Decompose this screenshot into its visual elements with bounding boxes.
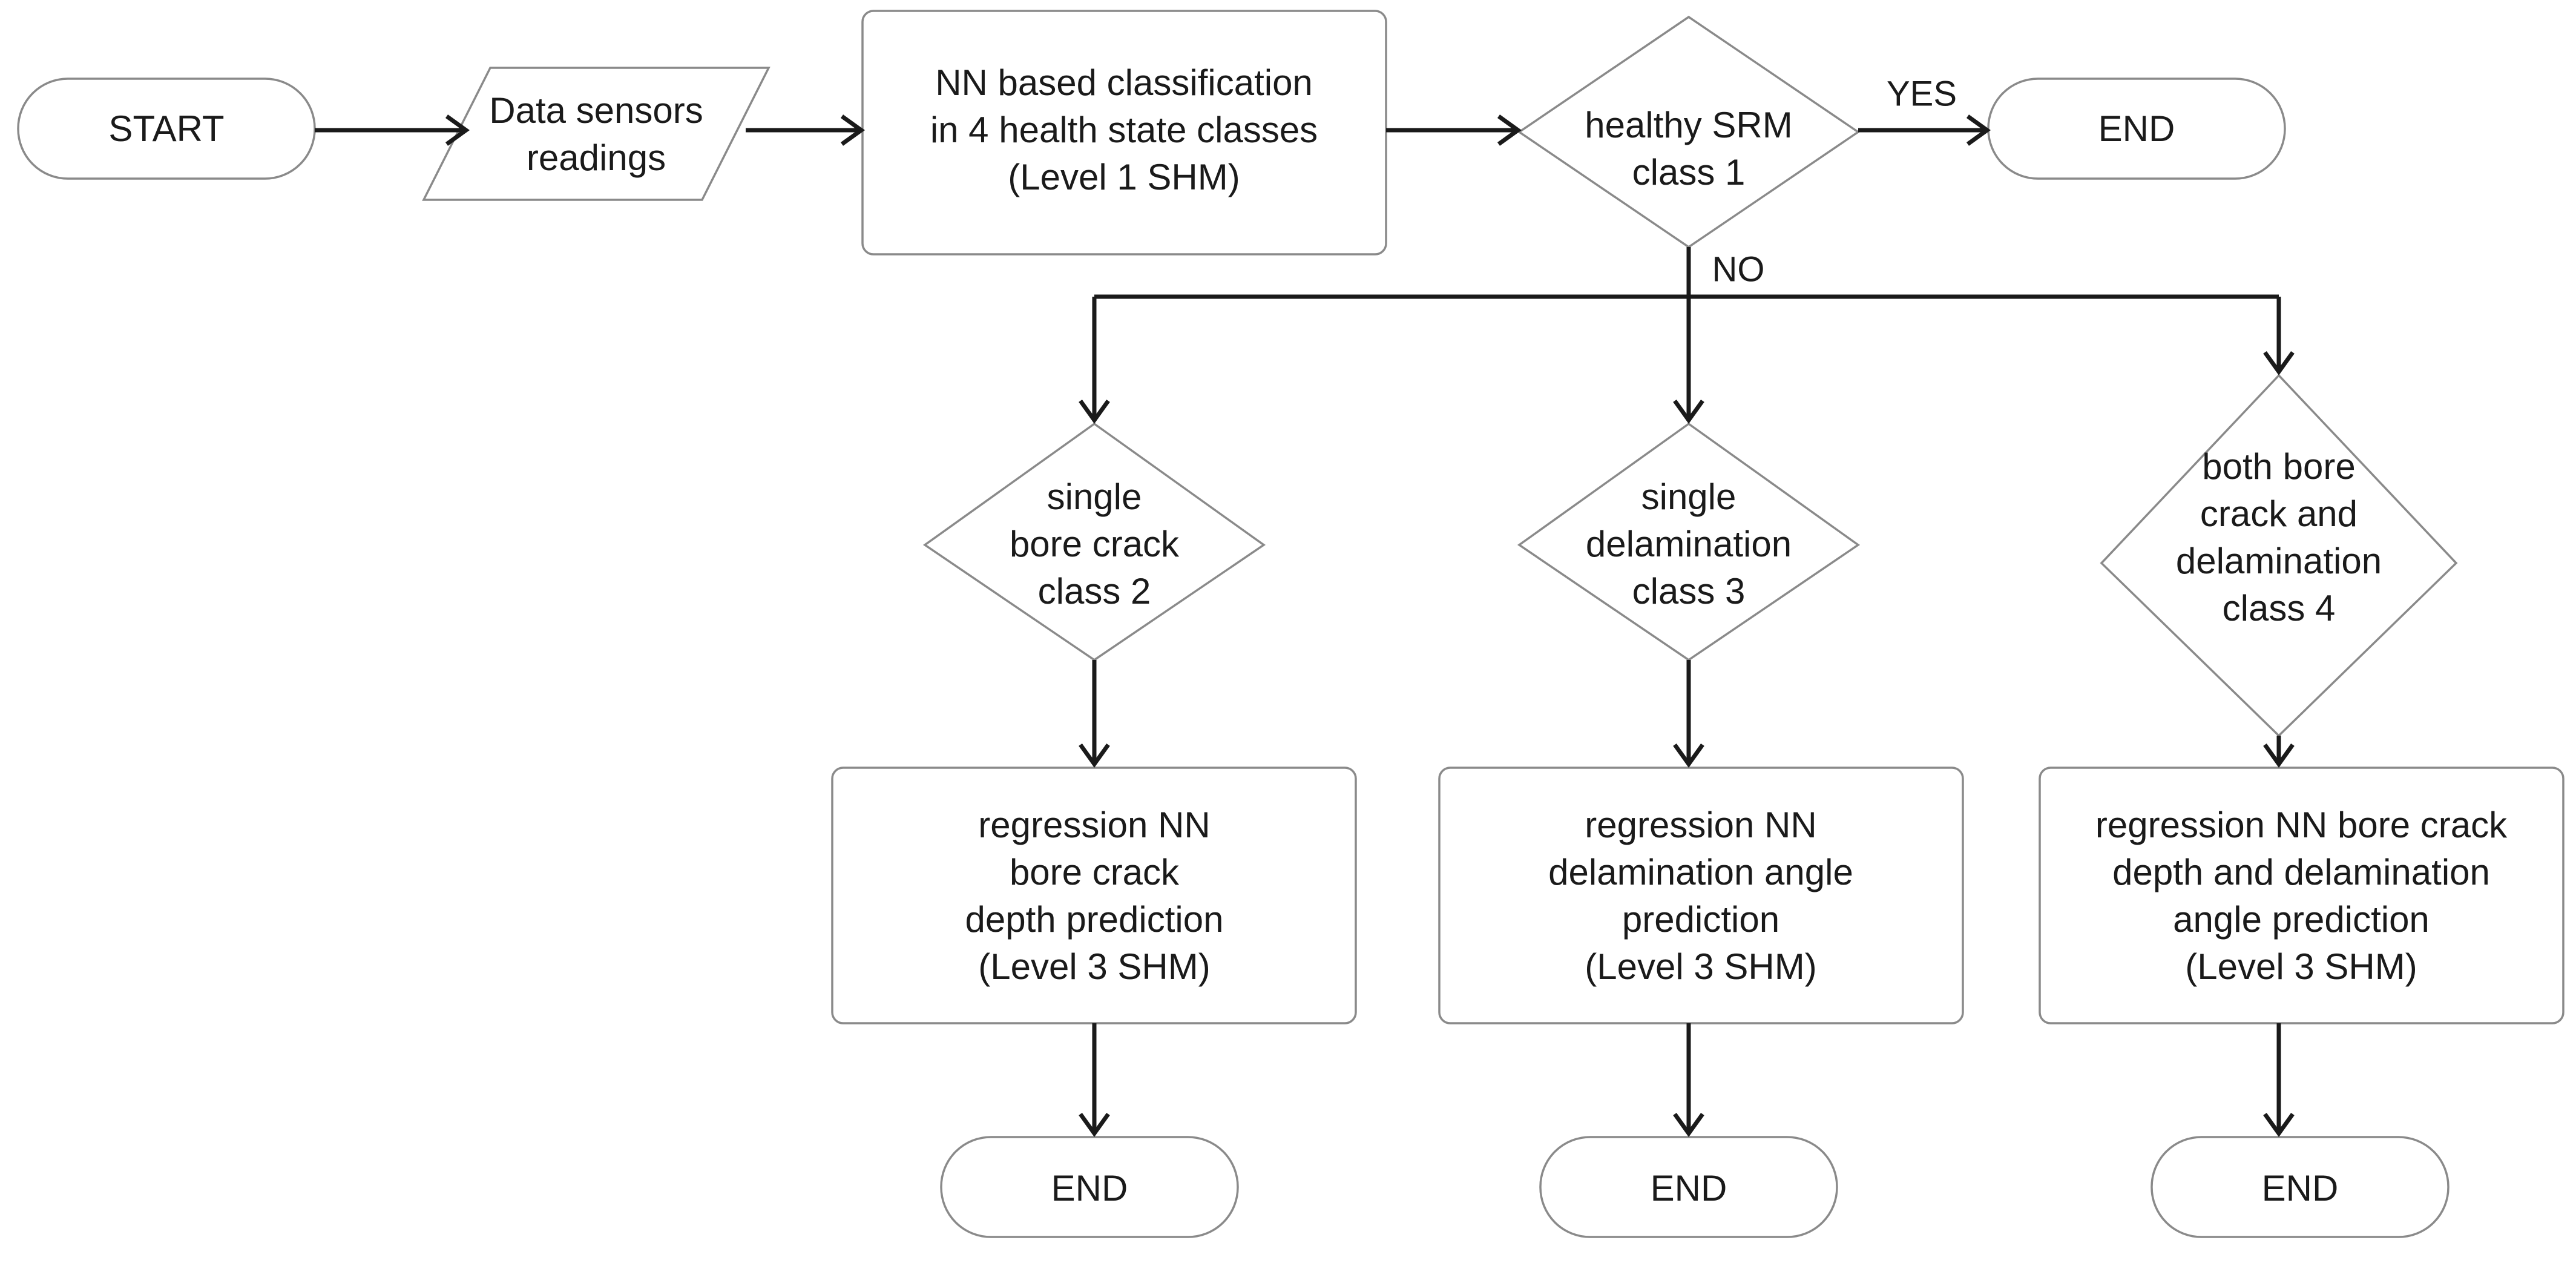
input-line-2: readings — [527, 137, 666, 178]
end-delam-line-1: END — [1651, 1168, 1727, 1209]
regress-bore-line-1: regression NN — [978, 805, 1210, 845]
decision-delam-line-2: delamination — [1586, 524, 1792, 564]
end-terminal-delam — [1539, 1136, 1838, 1238]
regress-bore-line-3: depth prediction — [965, 899, 1224, 940]
delam-decision-label: single delamination class 3 — [1586, 477, 1792, 612]
regress-delam-line-2: delamination angle — [1548, 852, 1853, 892]
decision-both-line-2: crack and — [2200, 493, 2358, 534]
end-bore-line-1: END — [1051, 1168, 1128, 1209]
decision-healthy-line-2: class 1 — [1632, 152, 1746, 193]
classification-process-box — [861, 10, 1387, 256]
decision-bore-line-1: single — [1047, 477, 1142, 517]
bore-regression-label: regression NN bore crack depth prediction (… — [965, 805, 1224, 987]
branch-to-delam-arrowhead — [1673, 399, 1704, 424]
start-label: START — [108, 108, 224, 149]
both-decision-label: both bore crack and delamination class 4 — [2176, 446, 2382, 628]
regress-delam-line-3: prediction — [1622, 899, 1779, 940]
both-to-regress-arrowhead — [2263, 743, 2295, 768]
input-to-classify-arrowhead — [840, 114, 865, 146]
delam-regression-label: regression NN delamination angle predictio… — [1548, 805, 1853, 987]
end-terminal-bore — [940, 1136, 1239, 1238]
input-line-1: Data sensors — [489, 90, 703, 131]
regress-delam-line-1: regression NN — [1585, 805, 1816, 845]
delamination-regression-box — [1438, 767, 1964, 1024]
regress-both-line-1: regression NN bore crack — [2095, 805, 2508, 845]
start-to-input-arrowhead — [445, 114, 470, 146]
regress-bore-line-4: (Level 3 SHM) — [978, 946, 1210, 987]
regress-bore-line-2: bore crack — [1010, 852, 1180, 892]
branch-to-both-arrowhead — [2263, 351, 2295, 375]
end-bore-label: END — [1051, 1168, 1128, 1209]
delam-regress-to-end-arrowhead — [1673, 1112, 1704, 1137]
regress-both-line-2: depth and delamination — [2112, 852, 2490, 892]
no-label: NO — [1712, 250, 1765, 289]
bore-to-regress-arrowhead — [1079, 743, 1110, 768]
healthy-decision-label: healthy SRM class 1 — [1585, 105, 1792, 193]
both-regress-to-end-arrowhead — [2263, 1112, 2295, 1137]
input-label: Data sensors readings — [489, 90, 703, 178]
combined-regression-box — [2039, 767, 2564, 1024]
decision-delam-line-1: single — [1641, 477, 1736, 517]
decision-both-line-1: both bore — [2202, 446, 2356, 487]
yes-label: YES — [1887, 74, 1957, 114]
regress-delam-line-4: (Level 3 SHM) — [1585, 946, 1816, 987]
yes-to-end-arrowhead — [1966, 114, 1991, 146]
end-terminal-both — [2150, 1136, 2450, 1238]
end-both-label: END — [2262, 1168, 2339, 1209]
end-both-line-1: END — [2262, 1168, 2339, 1209]
branch-to-bore-arrowhead — [1079, 399, 1110, 424]
regress-both-line-4: (Level 3 SHM) — [2185, 946, 2417, 987]
combined-regression-label: regression NN bore crack depth and delami… — [2095, 805, 2508, 987]
start-line-1: START — [108, 108, 224, 149]
data-input-parallelogram — [422, 67, 770, 201]
bore-decision-label: single bore crack class 2 — [1010, 477, 1180, 612]
classify-to-decision-arrowhead — [1497, 114, 1522, 146]
delam-to-regress-arrowhead — [1673, 743, 1704, 768]
decision-healthy-line-1: healthy SRM — [1585, 105, 1792, 145]
classify-line-1: NN based classification — [935, 62, 1313, 103]
connectors — [315, 114, 2295, 1137]
end-top-label: END — [2098, 108, 2175, 149]
end-top-line-1: END — [2098, 108, 2175, 149]
classify-label: NN based classification in 4 health state… — [930, 62, 1318, 197]
decision-bore-line-3: class 2 — [1038, 571, 1151, 612]
regress-both-line-3: angle prediction — [2173, 899, 2430, 940]
end-delam-label: END — [1651, 1168, 1727, 1209]
classify-line-3: (Level 1 SHM) — [1008, 157, 1240, 197]
decision-bore-line-2: bore crack — [1010, 524, 1180, 564]
decision-both-line-3: delamination — [2176, 541, 2382, 581]
bore-regress-to-end-arrowhead — [1079, 1112, 1110, 1137]
decision-delam-line-3: class 3 — [1632, 571, 1746, 612]
decision-both-line-4: class 4 — [2223, 588, 2336, 628]
classify-line-2: in 4 health state classes — [930, 110, 1318, 150]
